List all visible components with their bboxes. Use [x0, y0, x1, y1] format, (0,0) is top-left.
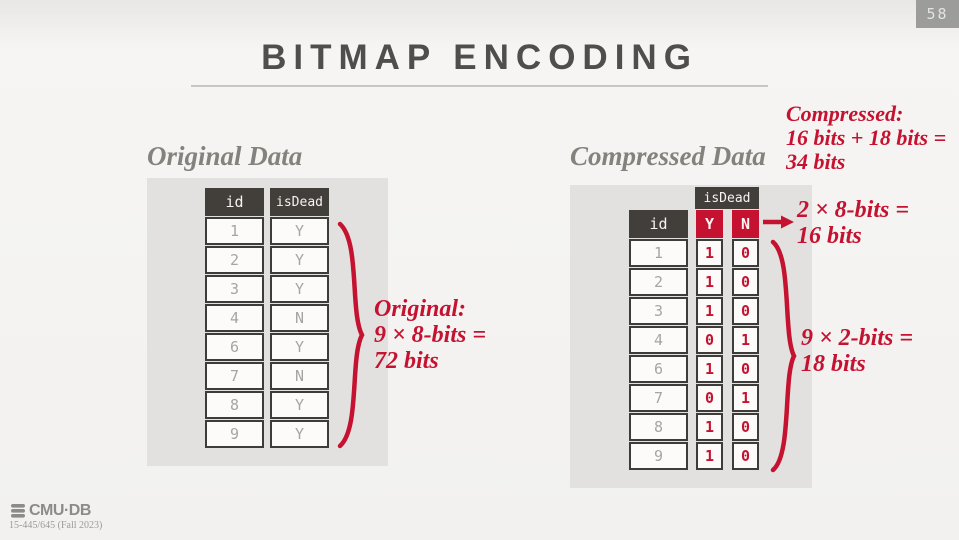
cmu-db-logo: CMU·DB: [10, 502, 91, 520]
annotation-line: 72 bits: [374, 348, 439, 374]
table-cell: 1: [205, 217, 264, 245]
annotation-line: Original:: [374, 296, 467, 322]
bit-cell: 0: [732, 268, 759, 296]
course-label: 15-445/645 (Fall 2023): [9, 520, 103, 531]
bit-cell: 0: [732, 297, 759, 325]
original-id-column: id 1 2 3 4 6 7 8 9: [205, 188, 264, 449]
original-panel: id 1 2 3 4 6 7 8 9 isDead Y Y Y N Y N Y …: [147, 178, 388, 466]
bit-cell: 1: [696, 413, 723, 441]
bit-cell: 1: [732, 326, 759, 354]
bit-cell: 0: [732, 239, 759, 267]
table-cell: Y: [270, 217, 329, 245]
table-cell: 8: [629, 413, 688, 441]
table-cell: 7: [629, 384, 688, 412]
table-cell: 3: [205, 275, 264, 303]
compressed-n-column: N 0 0 0 1 0 1 0 0: [732, 210, 759, 471]
table-cell: N: [270, 362, 329, 390]
column-header-id: id: [205, 188, 264, 216]
compressed-panel: isDead id 1 2 3 4 6 7 8 9 Y 1 1 1 0 1 0 …: [570, 185, 812, 488]
annotation-line: 34 bits: [786, 149, 846, 174]
bit-cell: 1: [696, 442, 723, 470]
original-heading: Original Data: [147, 141, 303, 171]
slide-number: 58: [916, 0, 959, 28]
bit-cell: 0: [732, 413, 759, 441]
table-cell: Y: [270, 275, 329, 303]
original-isdead-column: isDead Y Y Y N Y N Y Y: [270, 188, 329, 449]
bit-cell: 1: [696, 239, 723, 267]
table-cell: 3: [629, 297, 688, 325]
bit-cell: 1: [732, 384, 759, 412]
table-cell: 9: [629, 442, 688, 470]
table-cell: 9: [205, 420, 264, 448]
table-cell: Y: [270, 246, 329, 274]
table-cell: Y: [270, 391, 329, 419]
table-cell: 6: [205, 333, 264, 361]
column-header-y: Y: [696, 210, 723, 238]
right-arrow-icon: [763, 215, 794, 229]
table-cell: 8: [205, 391, 264, 419]
compressed-id-column: id 1 2 3 4 6 7 8 9: [629, 210, 688, 471]
table-cell: 4: [205, 304, 264, 332]
table-cell: Y: [270, 333, 329, 361]
annotation-line: 9 × 8-bits =: [374, 322, 487, 348]
bit-cell: 1: [696, 297, 723, 325]
bit-cell: 1: [696, 268, 723, 296]
title-underline: [191, 85, 768, 87]
annotation-line: 18 bits: [801, 351, 866, 377]
table-cell: 2: [205, 246, 264, 274]
bit-cell: 0: [696, 326, 723, 354]
logo-text: CMU·DB: [29, 502, 91, 519]
bit-cell: 1: [696, 355, 723, 383]
table-cell: 1: [629, 239, 688, 267]
original-brace: [337, 221, 365, 449]
compressed-brace: [770, 239, 797, 473]
compressed-y-column: Y 1 1 1 0 1 0 1 1: [696, 210, 723, 471]
annotation-line: Compressed:: [786, 101, 904, 126]
annotation-line: 2 × 8-bits =: [797, 197, 910, 223]
annotation-line: 16 bits: [797, 223, 862, 249]
annotation-line: 9 × 2-bits =: [801, 325, 914, 351]
table-cell: N: [270, 304, 329, 332]
bit-cell: 0: [732, 442, 759, 470]
isdead-group-header: isDead: [695, 187, 759, 209]
column-header-n: N: [732, 210, 759, 238]
original-annotation: Original: 9 × 8-bits = 72 bits: [374, 296, 486, 374]
table-cell: 2: [629, 268, 688, 296]
table-cell: 7: [205, 362, 264, 390]
database-stack-icon: [11, 504, 25, 518]
bit-cell: 0: [732, 355, 759, 383]
table-cell: Y: [270, 420, 329, 448]
column-header-isdead: isDead: [270, 188, 329, 216]
column-header-id: id: [629, 210, 688, 238]
bit-cell: 0: [696, 384, 723, 412]
annotation-line: 16 bits + 18 bits =: [786, 125, 947, 150]
page-title: BITMAP ENCODING: [261, 38, 698, 77]
header-bits-annotation: 2 × 8-bits = 16 bits: [797, 197, 909, 249]
compressed-heading: Compressed Data: [570, 141, 766, 171]
compressed-total-annotation: Compressed: 16 bits + 18 bits = 34 bits: [786, 102, 946, 174]
table-cell: 6: [629, 355, 688, 383]
rows-bits-annotation: 9 × 2-bits = 18 bits: [801, 325, 913, 377]
table-cell: 4: [629, 326, 688, 354]
